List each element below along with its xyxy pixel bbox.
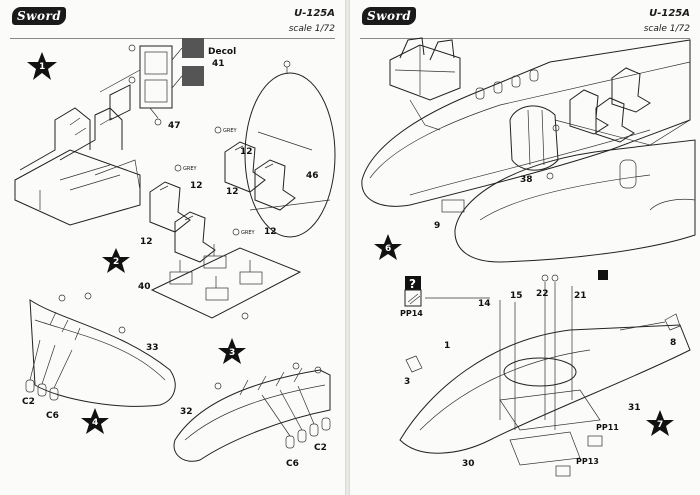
upper-fuselage-drawing	[361, 39, 691, 207]
part-label-21: 21	[574, 291, 587, 301]
part-label-38: 38	[520, 175, 533, 185]
part-label-c2-b: C2	[314, 443, 327, 453]
small-parts-leaders	[425, 270, 608, 430]
left-page-drawings: 1 Decol 41 47	[14, 38, 336, 469]
bulkhead-part-38-drawing	[509, 105, 560, 180]
part-label-pp13: PP13	[576, 457, 599, 466]
step-number-4: 4	[92, 418, 98, 428]
decal-label: Decol	[208, 47, 236, 57]
sword-logo: Sword	[362, 7, 417, 25]
part-label-12-a: 12	[240, 147, 253, 157]
step-number-6: 6	[385, 244, 391, 254]
nose-section-drawing	[454, 139, 696, 263]
part-label-pp11: PP11	[596, 423, 619, 432]
window-parts-right	[261, 385, 331, 449]
part-9-shape	[441, 199, 465, 213]
lower-fuselage-drawing	[399, 324, 691, 466]
fuselage-nose-33-drawing	[29, 292, 176, 407]
window-parts-left	[25, 339, 73, 401]
part-label-c6-b: C6	[286, 459, 299, 469]
header-divider	[360, 38, 690, 39]
part-label-14: 14	[478, 299, 491, 309]
part-label-12-e: 12	[140, 237, 153, 247]
panel-part-47-drawing	[99, 44, 173, 126]
part-3-shape	[405, 355, 423, 373]
step-star-3: 3	[218, 338, 246, 364]
bulkhead-part-46-drawing	[244, 60, 336, 238]
instruction-page-right: Sword U-125A scale 1/72 38	[350, 0, 700, 495]
part-label-33: 33	[146, 343, 159, 353]
step-star-7: 7	[646, 410, 674, 436]
scale-label: scale 1/72	[288, 24, 335, 34]
part-label-32: 32	[180, 407, 193, 417]
step-star-2: 2	[102, 248, 130, 273]
part-label-c6-a: C6	[46, 411, 59, 421]
page-gutter	[345, 0, 350, 495]
part-label-31: 31	[628, 403, 641, 413]
part-label-pp14: PP14	[400, 309, 423, 318]
part-label-c2-a: C2	[22, 397, 35, 407]
part-label-47: 47	[168, 121, 181, 131]
part-label-46: 46	[306, 171, 319, 181]
question-mark: ?	[409, 277, 416, 291]
step-number-3: 3	[229, 348, 235, 358]
right-page-drawings: 38 9 6 ? PP14	[361, 37, 696, 477]
part-8-shape	[664, 313, 681, 331]
cockpit-seat-unit-drawing	[389, 37, 461, 131]
grey-tag-2: GREY	[183, 166, 198, 172]
step-number-1: 1	[39, 62, 45, 72]
decal-number: 41	[212, 59, 225, 69]
step-star-6: 6	[374, 234, 402, 260]
fuselage-half-32-drawing	[173, 362, 331, 462]
part-label-22: 22	[536, 289, 549, 299]
cockpit-assembly-drawing	[14, 84, 141, 226]
scale-label: scale 1/72	[643, 24, 690, 34]
step-number-7: 7	[657, 420, 663, 430]
pp13-shape	[555, 465, 571, 477]
part-label-40: 40	[138, 282, 151, 292]
part-8-leader	[619, 321, 666, 331]
part-label-12-d: 12	[264, 227, 277, 237]
sword-logo: Sword	[12, 7, 67, 25]
passenger-seats-right-drawing	[554, 67, 691, 146]
page-title: U-125A	[294, 8, 335, 19]
instruction-page-left: Sword U-125A scale 1/72 1	[0, 0, 345, 495]
part-label-30: 30	[462, 459, 475, 469]
part-label-9: 9	[434, 221, 440, 231]
question-box: ?	[404, 276, 422, 307]
decal-41-patches	[171, 38, 204, 89]
part-label-3: 3	[404, 377, 410, 387]
part-label-8: 8	[670, 338, 676, 348]
step-number-2: 2	[113, 257, 119, 267]
step-star-1: 1	[27, 52, 57, 80]
pp11-shape	[587, 435, 603, 447]
header-divider	[10, 38, 335, 39]
grey-tag-3: GREY	[241, 230, 256, 236]
page-title: U-125A	[649, 8, 690, 19]
part-label-15: 15	[510, 291, 523, 301]
part-label-1: 1	[444, 341, 450, 351]
part-label-12-b: 12	[190, 181, 203, 191]
passenger-seats-drawing: GREY GREY GREY	[149, 126, 296, 263]
part-label-12-c: 12	[226, 187, 239, 197]
step-star-4: 4	[81, 408, 109, 434]
floor-plate-40-drawing	[150, 244, 302, 320]
grey-tag-1: GREY	[223, 128, 238, 134]
